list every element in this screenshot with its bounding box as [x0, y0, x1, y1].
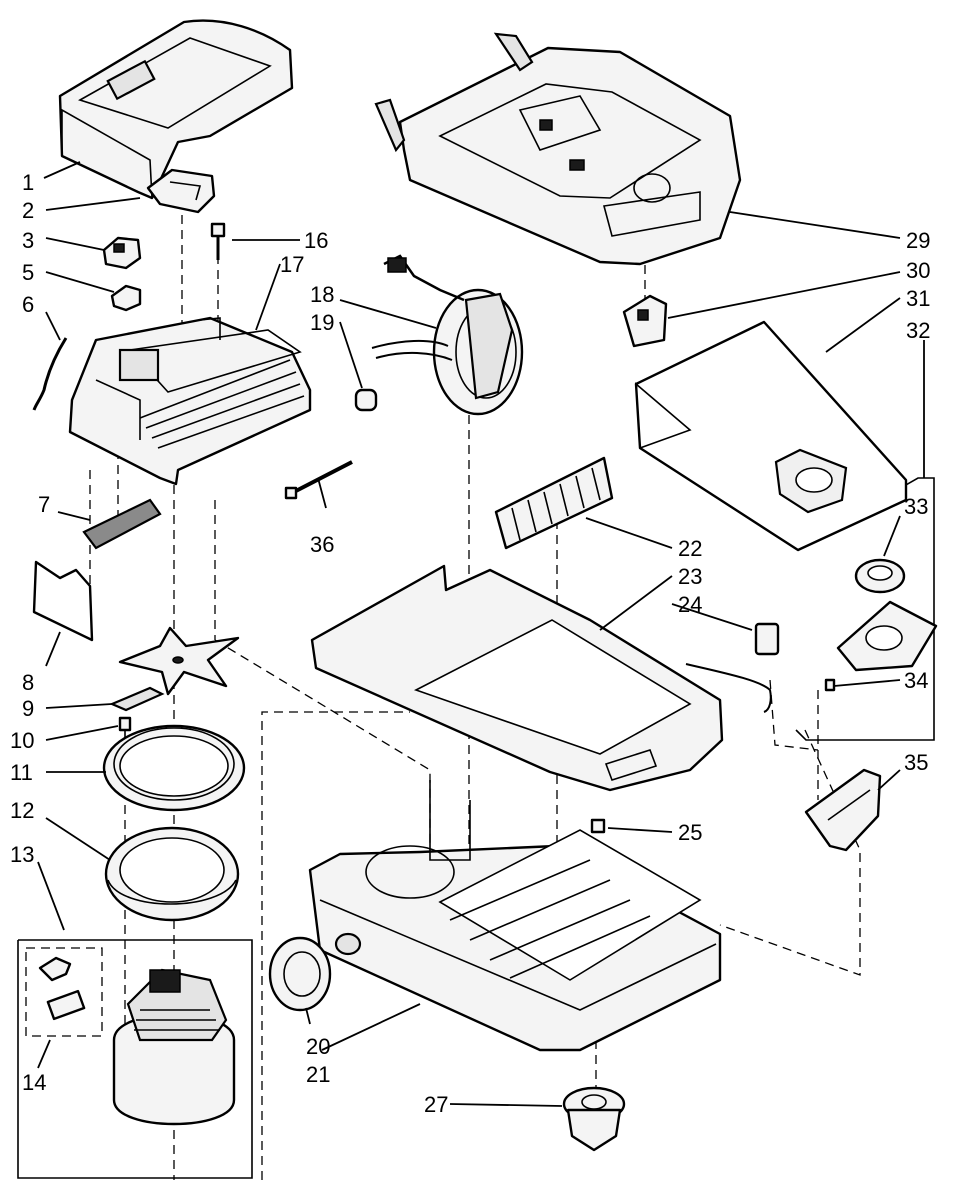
part-3-switch: [102, 236, 142, 270]
part-6-wire: [32, 337, 68, 411]
callout-1: 1: [22, 170, 34, 195]
part-35-bracket: [804, 768, 882, 852]
part-20-wheel: [268, 932, 362, 1012]
part-30-latch: [622, 294, 668, 348]
part-24-plug: [685, 622, 780, 713]
callout-14: 14: [22, 1070, 46, 1095]
callout-labels: 1 2 3 5 6 7 8 9 10 11 12 13 14 16 17 18 …: [10, 170, 930, 1117]
part-2-latch-bracket: [146, 168, 216, 214]
part-23-frame: [310, 564, 724, 792]
callout-32: 32: [906, 318, 930, 343]
callout-31: 31: [906, 286, 930, 311]
part-12-motor-mount: [104, 826, 240, 922]
callout-18: 18: [310, 282, 334, 307]
group-frame-13: [17, 939, 253, 1179]
callout-5: 5: [22, 260, 34, 285]
callout-21: 21: [306, 1062, 330, 1087]
callout-19: 19: [310, 310, 334, 335]
callout-17: 17: [280, 252, 304, 277]
callout-33: 33: [904, 494, 928, 519]
part-9-fan: [109, 626, 240, 712]
part-18-cord-reel: [371, 254, 524, 416]
callout-8: 8: [22, 670, 34, 695]
part-36-rod: [284, 460, 353, 500]
callout-7: 7: [38, 492, 50, 517]
callout-36: 36: [310, 532, 334, 557]
part-16-screw: [210, 222, 226, 260]
callout-20: 20: [306, 1034, 330, 1059]
callout-3: 3: [22, 228, 34, 253]
part-19-cap: [354, 388, 378, 412]
part-8-gasket: [32, 560, 94, 642]
callout-29: 29: [906, 228, 930, 253]
callout-24: 24: [678, 592, 702, 617]
callout-9: 9: [22, 696, 34, 721]
part-25-screw: [590, 818, 606, 834]
callout-6: 6: [22, 292, 34, 317]
part-22-grille: [494, 456, 614, 550]
part-5-switch-button: [110, 284, 142, 312]
callout-13: 13: [10, 842, 34, 867]
part-31-dust-bag: [634, 320, 908, 552]
callout-34: 34: [904, 668, 928, 693]
part-14-brush-set: [38, 956, 86, 1021]
callout-10: 10: [10, 728, 34, 753]
callout-16: 16: [304, 228, 328, 253]
part-11-ring: [102, 724, 246, 812]
callout-11: 11: [10, 760, 33, 785]
callout-27: 27: [424, 1092, 448, 1117]
callout-22: 22: [678, 536, 702, 561]
leader-lines: [37, 161, 925, 1107]
part-33-seal: [854, 558, 906, 594]
callout-35: 35: [904, 750, 928, 775]
part-13-motor: [112, 968, 236, 1126]
part-32-bag-holder: [836, 600, 938, 672]
callout-2: 2: [22, 198, 34, 223]
part-34-clip: [824, 678, 836, 692]
part-29-hood: [374, 32, 742, 266]
part-7-filter: [82, 498, 162, 550]
callout-25: 25: [678, 820, 702, 845]
part-27-caster: [562, 1086, 626, 1152]
part-21-base: [308, 780, 722, 1052]
callout-30: 30: [906, 258, 930, 283]
part-17-motor-housing: [68, 316, 312, 486]
callout-23: 23: [678, 564, 702, 589]
callout-12: 12: [10, 798, 34, 823]
part-1-top-cover: [58, 19, 294, 200]
